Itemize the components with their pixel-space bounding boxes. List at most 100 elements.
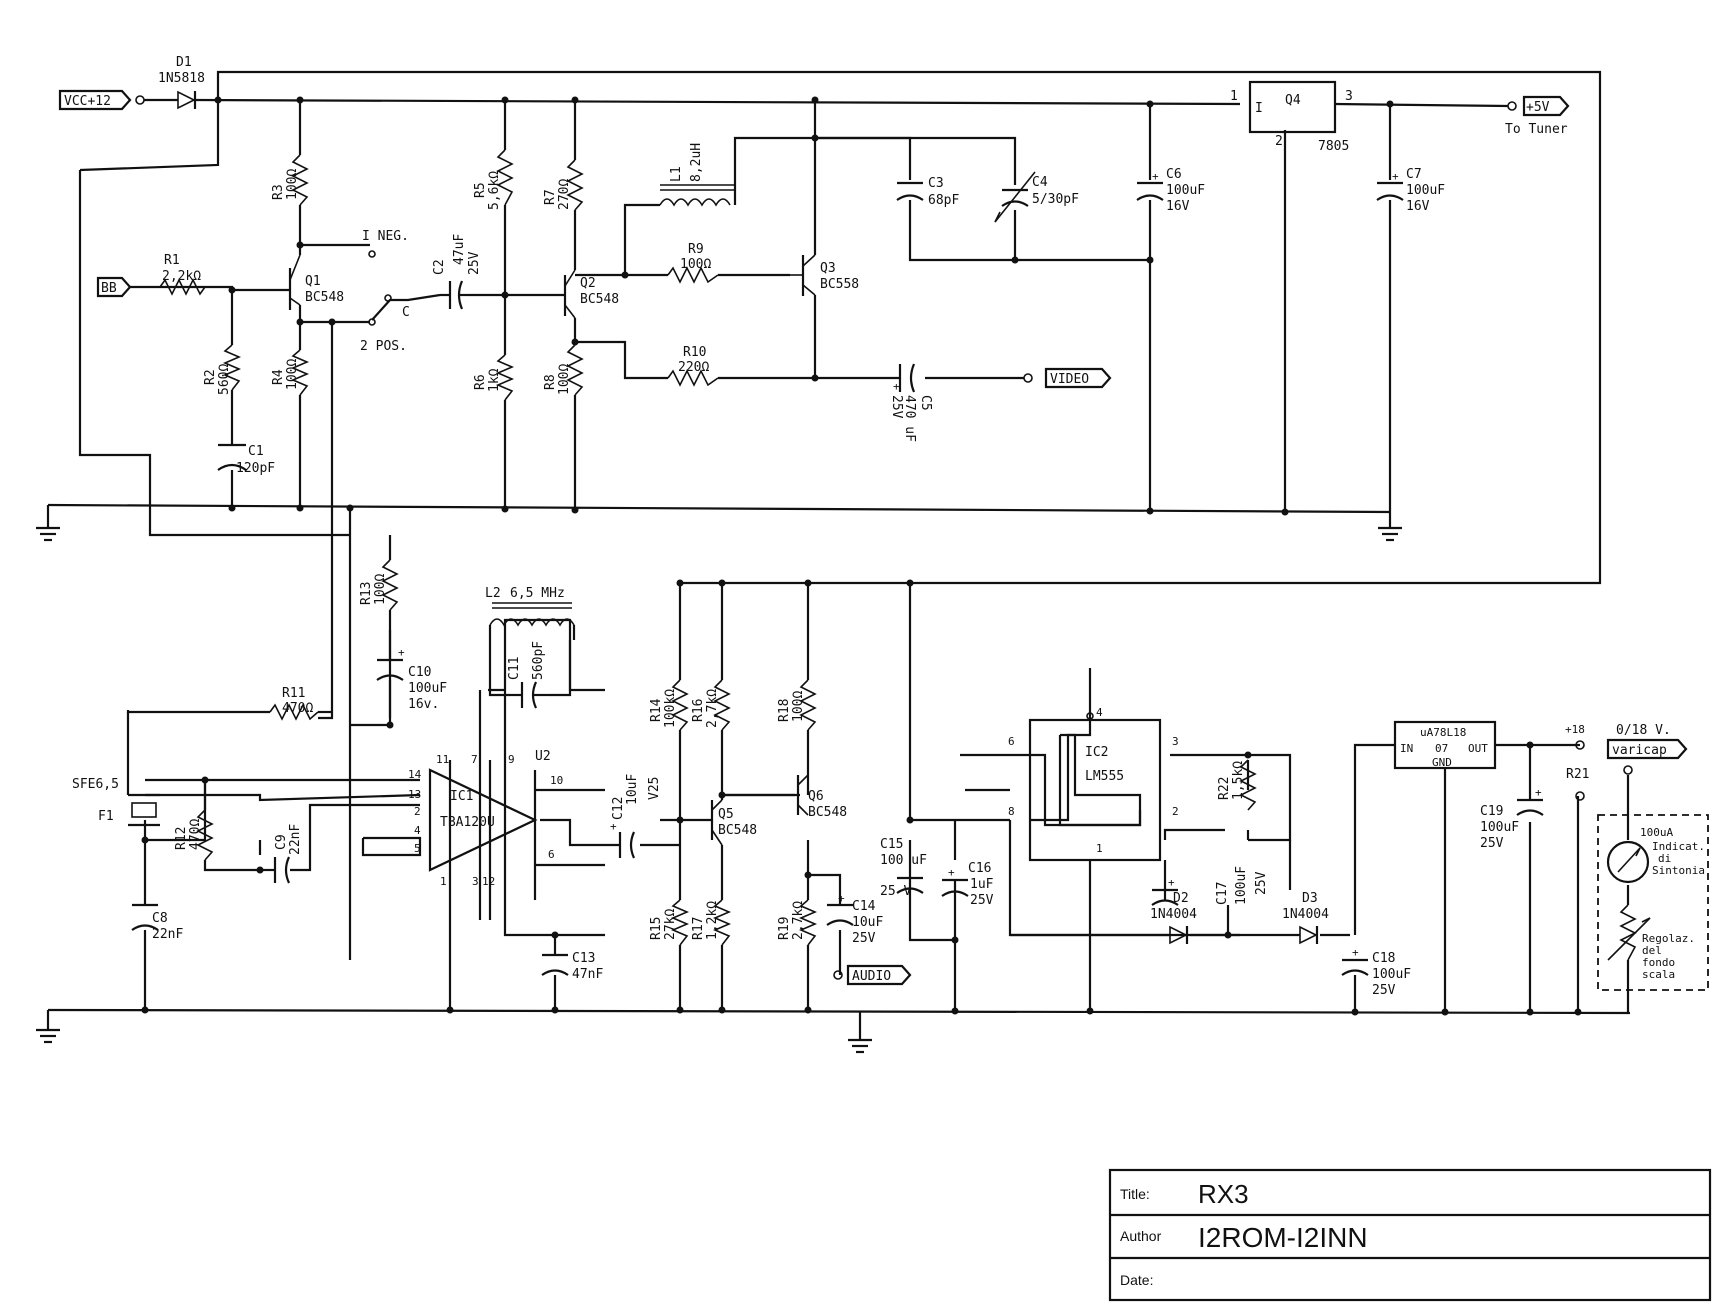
c12-value: 10uF — [625, 774, 640, 805]
port-bb: BB — [96, 276, 160, 298]
c17-ref: C17 — [1215, 882, 1230, 905]
c7-voltage: 16V — [1406, 199, 1430, 214]
r13-ref: R13 — [359, 582, 374, 605]
c4-ref: C4 — [1032, 175, 1048, 190]
q2-value: BC548 — [580, 292, 619, 307]
port-varicap: 0/18 V. varicap — [1606, 723, 1688, 775]
lower-ground-rail — [47, 1008, 1631, 1015]
transistor-q1: Q1 BC548 — [288, 254, 344, 310]
c6-value: 100uF — [1166, 183, 1205, 198]
c7-ref: C7 — [1406, 167, 1422, 182]
ground-symbol-lower-left — [36, 1010, 60, 1044]
switch-neg-label: I NEG. — [362, 229, 409, 244]
r16-ref: R16 — [691, 699, 706, 722]
c6-ref: C6 — [1166, 167, 1182, 182]
resistor-r13: R13 100Ω — [359, 559, 399, 611]
capacitor-c17: + C17 100uF 25V — [1151, 866, 1269, 906]
c11-value: 560pF — [531, 641, 546, 680]
ic1-pin4: 4 — [414, 824, 421, 837]
r19-ref: R19 — [777, 917, 792, 940]
ic1-tba120u: IC1 TBA120U 14 13 2 4 5 1 11 7 9 3 12 — [408, 753, 538, 888]
q1-ref: Q1 — [305, 274, 321, 289]
u2-pin6: 6 — [548, 848, 555, 861]
capacitor-c2: C2 47uF 25V — [432, 234, 482, 310]
c9-value: 22nF — [288, 824, 303, 855]
c7-value: 100uF — [1406, 183, 1445, 198]
q4-pin1: 1 — [1230, 89, 1238, 104]
r17-value: 1,2kΩ — [705, 901, 720, 940]
r10-value: 220Ω — [678, 360, 709, 375]
r11-ref: R11 — [282, 686, 305, 701]
resistor-r17: R17 1,2kΩ — [691, 899, 732, 946]
r5-ref: R5 — [473, 182, 488, 198]
c10-ref: C10 — [408, 665, 431, 680]
port-varicap-label: varicap — [1612, 743, 1667, 758]
r1-value: 2,2kΩ — [162, 269, 201, 284]
c12-voltage: V25 — [647, 777, 662, 800]
c8-ref: C8 — [152, 911, 168, 926]
pot-line4: scala — [1642, 968, 1675, 981]
date-label: Date: — [1120, 1272, 1153, 1288]
resistor-r7: R7 270Ω — [543, 159, 584, 211]
c13-ref: C13 — [572, 951, 595, 966]
r4-ref: R4 — [271, 369, 286, 385]
tuning-meter-box: 100uA Indicat. di Sintonia Regolaz. del … — [1597, 814, 1709, 991]
u3-in: IN — [1400, 742, 1413, 755]
c3-ref: C3 — [928, 176, 944, 191]
capacitor-c10: + C10 100uF 16v. — [376, 646, 447, 712]
diode-d2: D2 1N4004 — [1150, 891, 1197, 945]
c17-voltage: 25V — [1254, 871, 1269, 895]
resistor-r4: R4 100Ω — [271, 349, 310, 396]
resistor-r10: R10 220Ω — [667, 345, 719, 387]
r12-ref: R12 — [174, 827, 189, 850]
r9-value: 100Ω — [680, 257, 711, 272]
r8-value: 100Ω — [557, 364, 572, 395]
c1-value: 120pF — [236, 461, 275, 476]
meter-value: 100uA — [1640, 826, 1673, 839]
resistor-r16: R16 2,7kΩ — [691, 679, 731, 731]
port-bb-label: BB — [101, 281, 117, 296]
pot-line3: fondo — [1642, 956, 1675, 969]
l1-ref: L1 — [669, 166, 684, 182]
resistor-r11: R11 470Ω — [269, 686, 319, 721]
ic1-pin14: 14 — [408, 768, 422, 781]
c2-ref: C2 — [432, 259, 447, 275]
r7-value: 270Ω — [557, 179, 572, 210]
c9-ref: C9 — [274, 834, 289, 850]
svg-text:+: + — [893, 380, 900, 393]
ic1-ref: IC1 — [450, 789, 473, 804]
transistor-q3: Q3 BC558 — [790, 254, 859, 296]
q4-pin2: 2 — [1275, 134, 1283, 149]
q6-value: BC548 — [808, 805, 847, 820]
inductor-l1: L1 8,2uH — [659, 143, 735, 207]
meter-line3: Sintonia — [1652, 864, 1705, 877]
d1-value: 1N5818 — [158, 71, 205, 86]
q4-ref: Q4 — [1285, 93, 1301, 108]
resistor-r15: R15 27kΩ — [649, 899, 690, 946]
resistor-r3: R3 100Ω — [271, 154, 309, 206]
capacitor-c15: C15 100 uF 25 V — [880, 837, 927, 899]
r22-ref: R22 — [1217, 777, 1232, 800]
upper-junctions — [214, 96, 1394, 516]
capacitor-c6: + C6 100uF 16V — [1136, 167, 1205, 214]
c6-voltage: 16V — [1166, 199, 1190, 214]
capacitor-c19: + C19 100uF 25V — [1480, 786, 1544, 851]
capacitor-c3: C3 68pF — [896, 176, 959, 208]
r17-ref: R17 — [691, 917, 706, 940]
vcc-rail — [78, 70, 1602, 585]
c15-voltage: 25 V — [880, 884, 911, 899]
c4-value: 5/30pF — [1032, 192, 1079, 207]
c10-voltage: 16v. — [408, 697, 439, 712]
c2-value: 47uF — [452, 234, 467, 265]
q5-ref: Q5 — [718, 807, 734, 822]
c16-ref: C16 — [968, 861, 991, 876]
c5-ref: C5 — [918, 395, 933, 411]
resistor-r12: R12 470Ω — [174, 809, 214, 861]
r5-value: 5,6kΩ — [487, 171, 502, 210]
title-value: RX3 — [1198, 1179, 1249, 1209]
c12-ref: C12 — [611, 797, 626, 820]
ic1-value: TBA120U — [440, 815, 495, 830]
transistor-q6: Q6 BC548 — [796, 774, 847, 820]
q4-value: 7805 — [1318, 139, 1349, 154]
